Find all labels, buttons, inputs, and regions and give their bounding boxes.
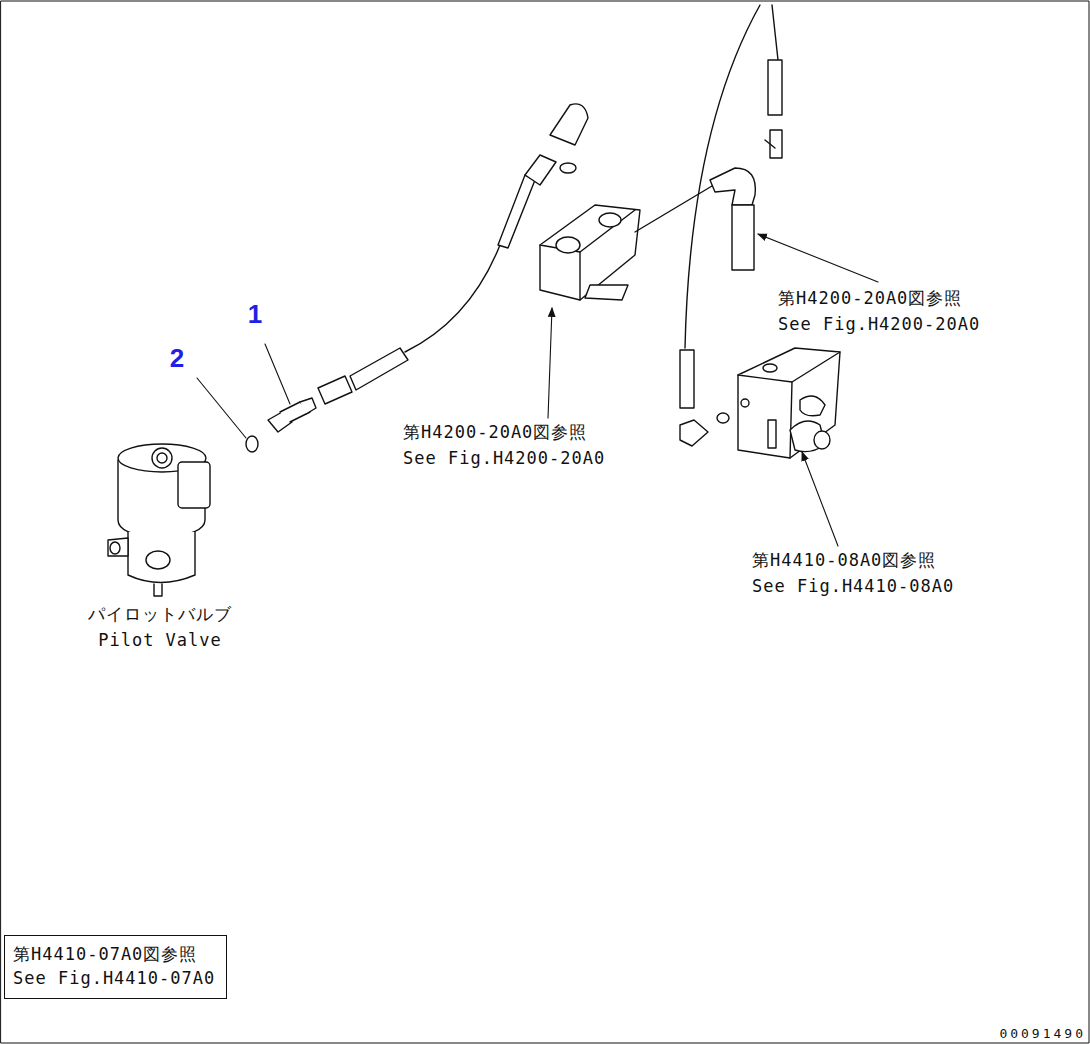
leader-lines [197,234,878,546]
fitting [268,398,316,432]
drawing-number: 00091490 [999,1024,1086,1044]
reference-note: See Fig.H4200-20A0 [778,314,980,334]
o-ring [246,436,258,452]
reference-note: 第H4410-07A0図参照 [13,942,218,966]
elbow-hose [710,130,782,270]
valve-block [717,348,840,458]
part-name: Pilot Valve [98,630,222,650]
reference-note: See Fig.H4410-07A0 [13,966,218,990]
manifold-block [540,205,640,300]
reference-note: 第H4410-08A0図参照 [752,550,936,570]
reference-box: 第H4410-07A0図参照See Fig.H4410-07A0 [4,935,227,999]
reference-note: 第H4200-20A0図参照 [403,422,587,442]
part-name: パイロットバルブ [88,604,232,624]
reference-note: See Fig.H4410-08A0 [752,576,954,596]
reference-note: See Fig.H4200-20A0 [403,448,605,468]
pilot-valve [108,444,210,596]
reference-note: 第H4200-20A0図参照 [778,288,962,308]
callout-number: 2 [170,344,184,372]
callout-number: 1 [248,300,262,328]
pipe-line [635,186,712,232]
